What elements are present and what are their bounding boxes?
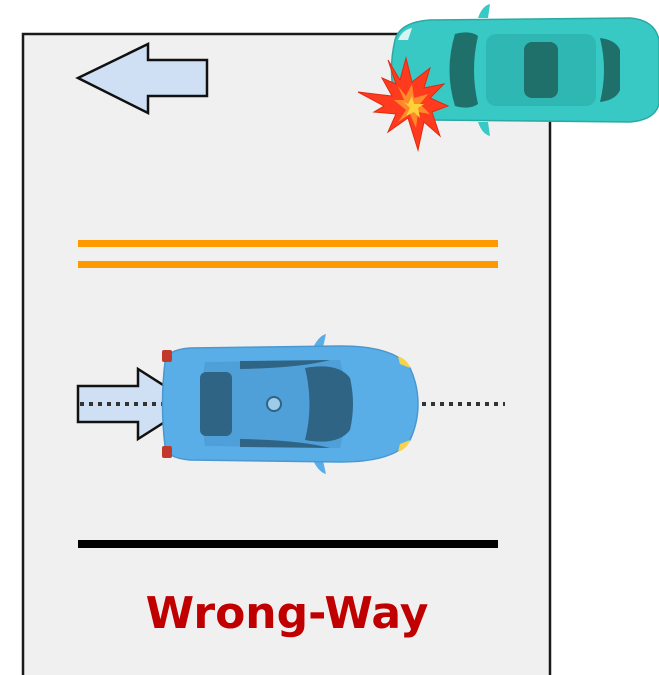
blue-car-icon (162, 334, 418, 474)
scenario-caption: Wrong-Way (146, 588, 429, 639)
center-line-upper (78, 240, 498, 247)
road-edge-line (78, 540, 498, 548)
rear-window (200, 372, 232, 436)
center-line-lower (78, 261, 498, 268)
